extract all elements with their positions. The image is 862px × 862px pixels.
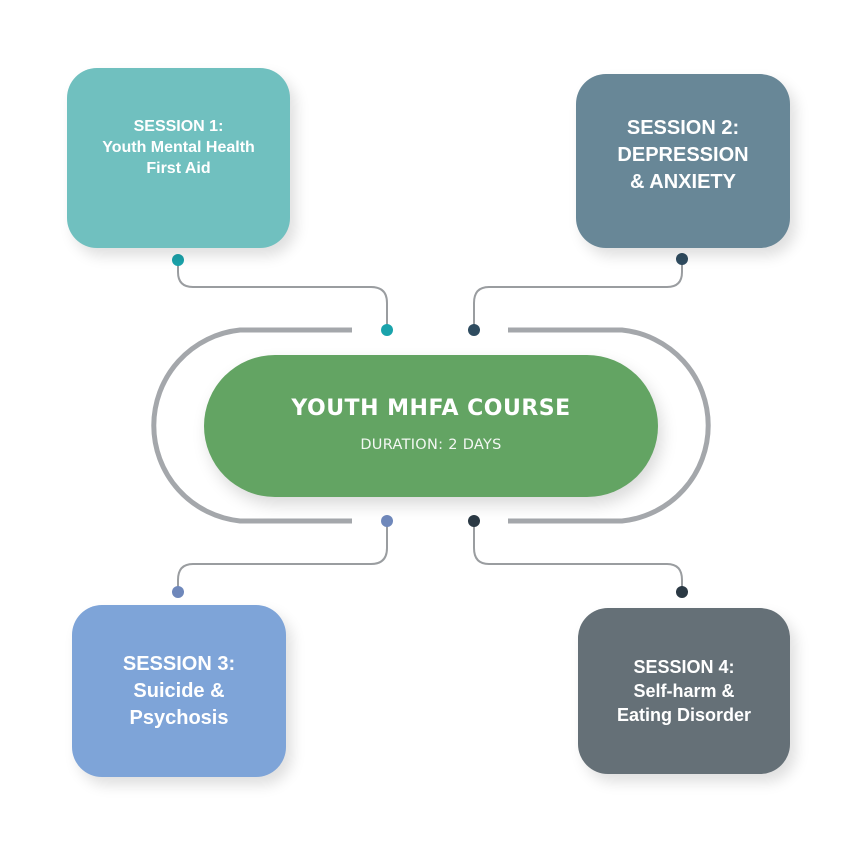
session-2-topic-line-1: DEPRESSION bbox=[617, 143, 749, 166]
session-2-heading: SESSION 2: bbox=[626, 116, 740, 139]
dot-session-3-center bbox=[381, 515, 393, 527]
dot-session-3-card bbox=[172, 586, 184, 598]
session-4-card: SESSION 4: Self-harm & Eating Disorder bbox=[578, 608, 790, 774]
track-left-arc bbox=[151, 327, 352, 524]
session-4-topic-line-2: Eating Disorder bbox=[616, 705, 752, 725]
track-right-arc bbox=[508, 327, 711, 524]
dot-session-4-center bbox=[468, 515, 480, 527]
dot-session-4-card bbox=[676, 586, 688, 598]
course-duration: DURATION: 2 DAYS bbox=[360, 436, 502, 453]
session-2-card: SESSION 2: DEPRESSION & ANXIETY bbox=[576, 74, 790, 248]
dot-session-1-center bbox=[381, 324, 393, 336]
connector-session-4 bbox=[473, 521, 683, 592]
session-2-topic-line-2: & ANXIETY bbox=[630, 170, 736, 193]
course-center-pill: YOUTH MHFA COURSE DURATION: 2 DAYS bbox=[204, 355, 658, 497]
dot-session-2-card bbox=[676, 253, 688, 265]
course-title: YOUTH MHFA COURSE bbox=[291, 395, 571, 421]
session-1-topic-line-2: First Aid bbox=[146, 159, 211, 177]
dot-session-2-center bbox=[468, 324, 480, 336]
session-3-topic-line-1: Suicide & bbox=[133, 679, 225, 702]
session-4-heading: SESSION 4: bbox=[633, 657, 735, 677]
dot-session-1-card bbox=[172, 254, 184, 266]
session-1-heading: SESSION 1: bbox=[133, 117, 224, 135]
session-3-topic-line-2: Psychosis bbox=[129, 706, 229, 729]
session-3-heading: SESSION 3: bbox=[122, 652, 236, 675]
session-1-topic-line-1: Youth Mental Health bbox=[102, 138, 255, 156]
connector-session-2 bbox=[473, 259, 683, 330]
session-1-card: SESSION 1: Youth Mental Health First Aid bbox=[67, 68, 290, 248]
connector-session-1 bbox=[177, 260, 388, 330]
connector-session-3 bbox=[177, 521, 388, 592]
session-4-topic-line-1: Self-harm & bbox=[633, 681, 735, 701]
session-3-card: SESSION 3: Suicide & Psychosis bbox=[72, 605, 286, 777]
